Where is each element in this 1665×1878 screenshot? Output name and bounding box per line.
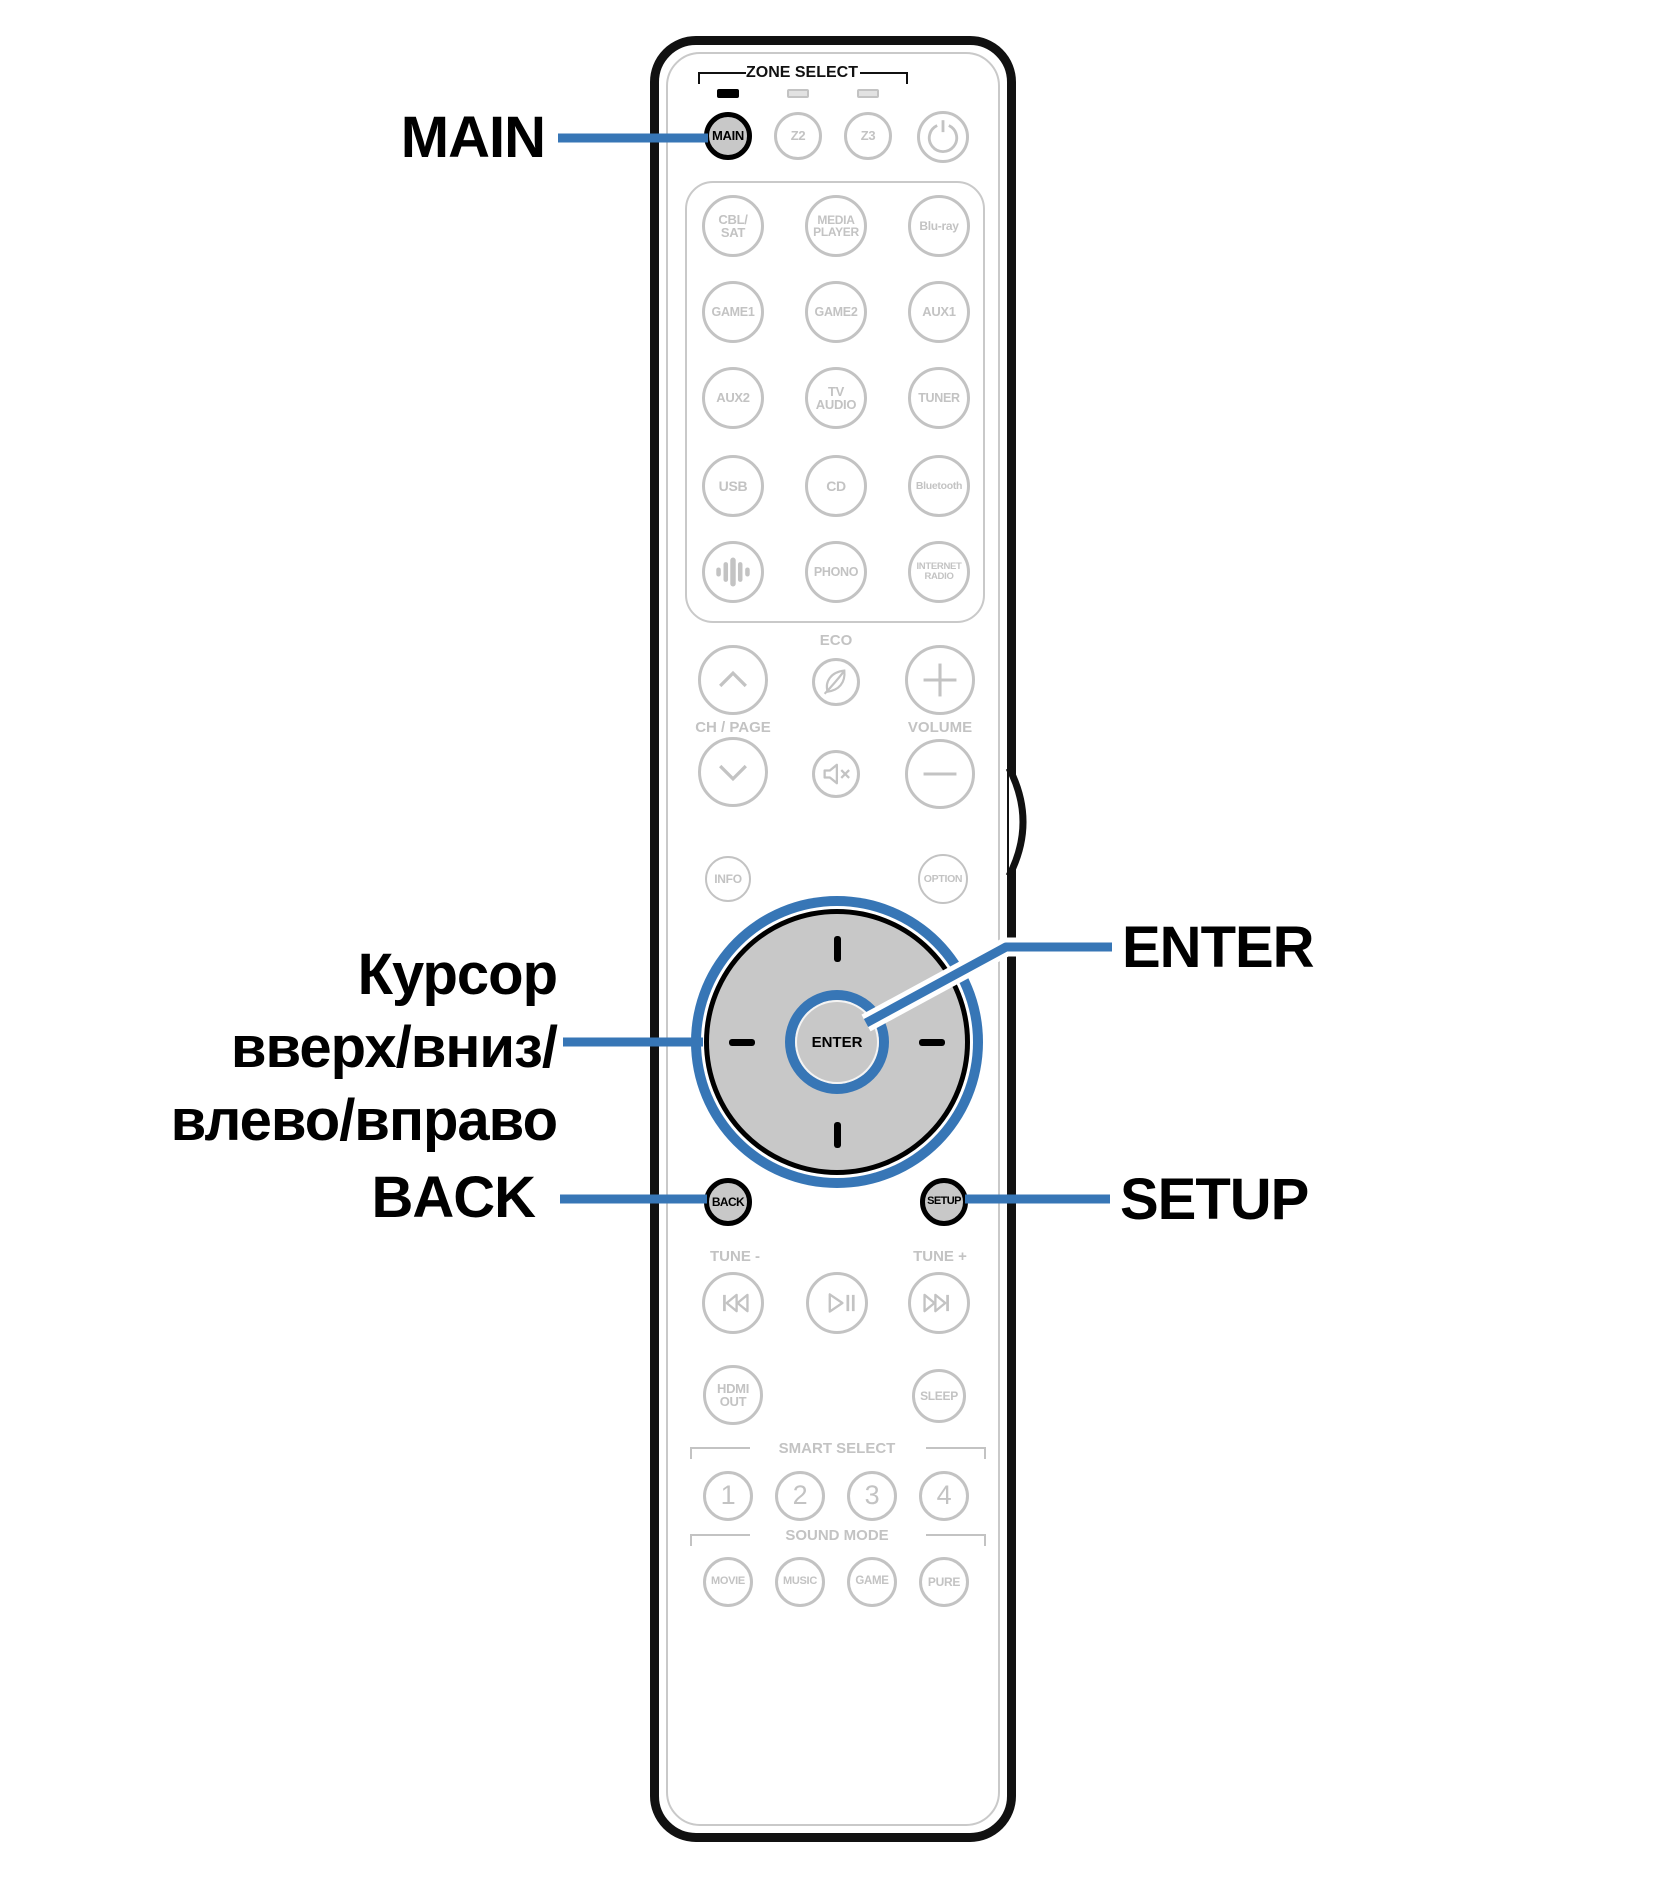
- minus-icon: [923, 772, 957, 776]
- smart-select-1-button: 1: [703, 1471, 753, 1521]
- source-bluray-button: Blu-ray: [908, 195, 970, 257]
- callout-main-label: MAIN: [400, 105, 546, 170]
- eco-button: [812, 658, 860, 706]
- cursor-down-tick: [834, 1122, 841, 1148]
- channel-down-button: [698, 737, 768, 807]
- cursor-up-tick: [834, 936, 841, 962]
- z2-led: [787, 89, 809, 98]
- heos-icon: [716, 557, 750, 587]
- tune-minus-label: TUNE -: [710, 1248, 760, 1265]
- callout-back-label: BACK: [371, 1165, 536, 1230]
- side-bump: [1005, 766, 1027, 878]
- zone-z2-button: Z2: [774, 112, 822, 160]
- cursor-left-tick: [729, 1039, 755, 1046]
- smart-select-3-button: 3: [847, 1471, 897, 1521]
- callout-cursor-label: Курсор вверх/вниз/ влево/вправо: [160, 938, 558, 1157]
- volume-down-button: [905, 739, 975, 809]
- source-bluetooth-button: Bluetooth: [908, 455, 970, 517]
- smart-select-bracket-right: [926, 1447, 986, 1459]
- callout-cursor-line2: вверх/вниз/: [230, 1015, 558, 1080]
- smart-select-2-button: 2: [775, 1471, 825, 1521]
- power-icon: [927, 120, 959, 153]
- channel-up-button: [698, 645, 768, 715]
- ch-page-label: CH / PAGE: [695, 719, 771, 736]
- skip-back-icon: [723, 1293, 749, 1313]
- zone-bracket-right: [860, 72, 908, 84]
- source-cd-button: CD: [805, 455, 867, 517]
- source-aux2-button: AUX2: [702, 367, 764, 429]
- volume-up-button: [905, 645, 975, 715]
- callout-enter-label: ENTER: [1122, 915, 1315, 980]
- info-button: INFO: [705, 856, 751, 902]
- setup-button: SETUP: [920, 1178, 968, 1226]
- smart-select-label: SMART SELECT: [778, 1440, 896, 1457]
- zone-z3-button: Z3: [844, 112, 892, 160]
- tune-plus-label: TUNE +: [913, 1248, 967, 1265]
- play-pause-icon: [828, 1293, 855, 1313]
- leaf-icon: [823, 669, 846, 695]
- sound-mode-movie-button: MOVIE: [703, 1557, 753, 1607]
- source-panel: [685, 181, 985, 623]
- smart-select-bracket-left: [690, 1447, 750, 1459]
- mute-speaker-icon: [823, 763, 850, 785]
- volume-label: VOLUME: [907, 719, 973, 736]
- source-phono-button: PHONO: [805, 541, 867, 603]
- callout-setup-label: SETUP: [1120, 1167, 1309, 1232]
- enter-button-face: ENTER: [795, 1000, 879, 1084]
- option-button: OPTION: [918, 854, 968, 904]
- power-button: [917, 111, 969, 163]
- sound-mode-music-button: MUSIC: [775, 1557, 825, 1607]
- source-tuner-button: TUNER: [908, 367, 970, 429]
- zone-select-label: ZONE SELECT: [745, 64, 858, 81]
- smart-select-4-button: 4: [919, 1471, 969, 1521]
- sound-mode-pure-button: PURE: [919, 1557, 969, 1607]
- back-button: BACK: [704, 1178, 752, 1226]
- source-cbl-sat-button: CBL/SAT: [702, 195, 764, 257]
- play-pause-button: [806, 1272, 868, 1334]
- main-zone-led: [717, 89, 739, 98]
- chevron-down-icon: [719, 764, 747, 782]
- sound-mode-label: SOUND MODE: [785, 1527, 889, 1544]
- chevron-up-icon: [719, 670, 747, 688]
- source-aux1-button: AUX1: [908, 281, 970, 343]
- sound-mode-bracket-left: [690, 1534, 750, 1546]
- z3-led: [857, 89, 879, 98]
- skip-forward-button: [908, 1272, 970, 1334]
- callout-cursor-line1: Курсор: [357, 942, 558, 1007]
- skip-forward-icon: [923, 1293, 949, 1313]
- plus-icon: [923, 663, 957, 697]
- sound-mode-game-button: GAME: [847, 1557, 897, 1607]
- source-usb-button: USB: [702, 455, 764, 517]
- source-game2-button: GAME2: [805, 281, 867, 343]
- skip-back-button: [702, 1272, 764, 1334]
- source-heos-button: [702, 541, 764, 603]
- mute-button: [812, 750, 860, 798]
- cursor-right-tick: [919, 1039, 945, 1046]
- source-game1-button: GAME1: [702, 281, 764, 343]
- sound-mode-bracket-right: [926, 1534, 986, 1546]
- callout-cursor-line3: влево/вправо: [170, 1088, 558, 1153]
- zone-main-button: MAIN: [704, 112, 752, 160]
- zone-bracket-left: [698, 72, 746, 84]
- sleep-button: SLEEP: [912, 1369, 966, 1423]
- eco-label: ECO: [819, 632, 853, 649]
- enter-button-label: ENTER: [811, 1033, 863, 1051]
